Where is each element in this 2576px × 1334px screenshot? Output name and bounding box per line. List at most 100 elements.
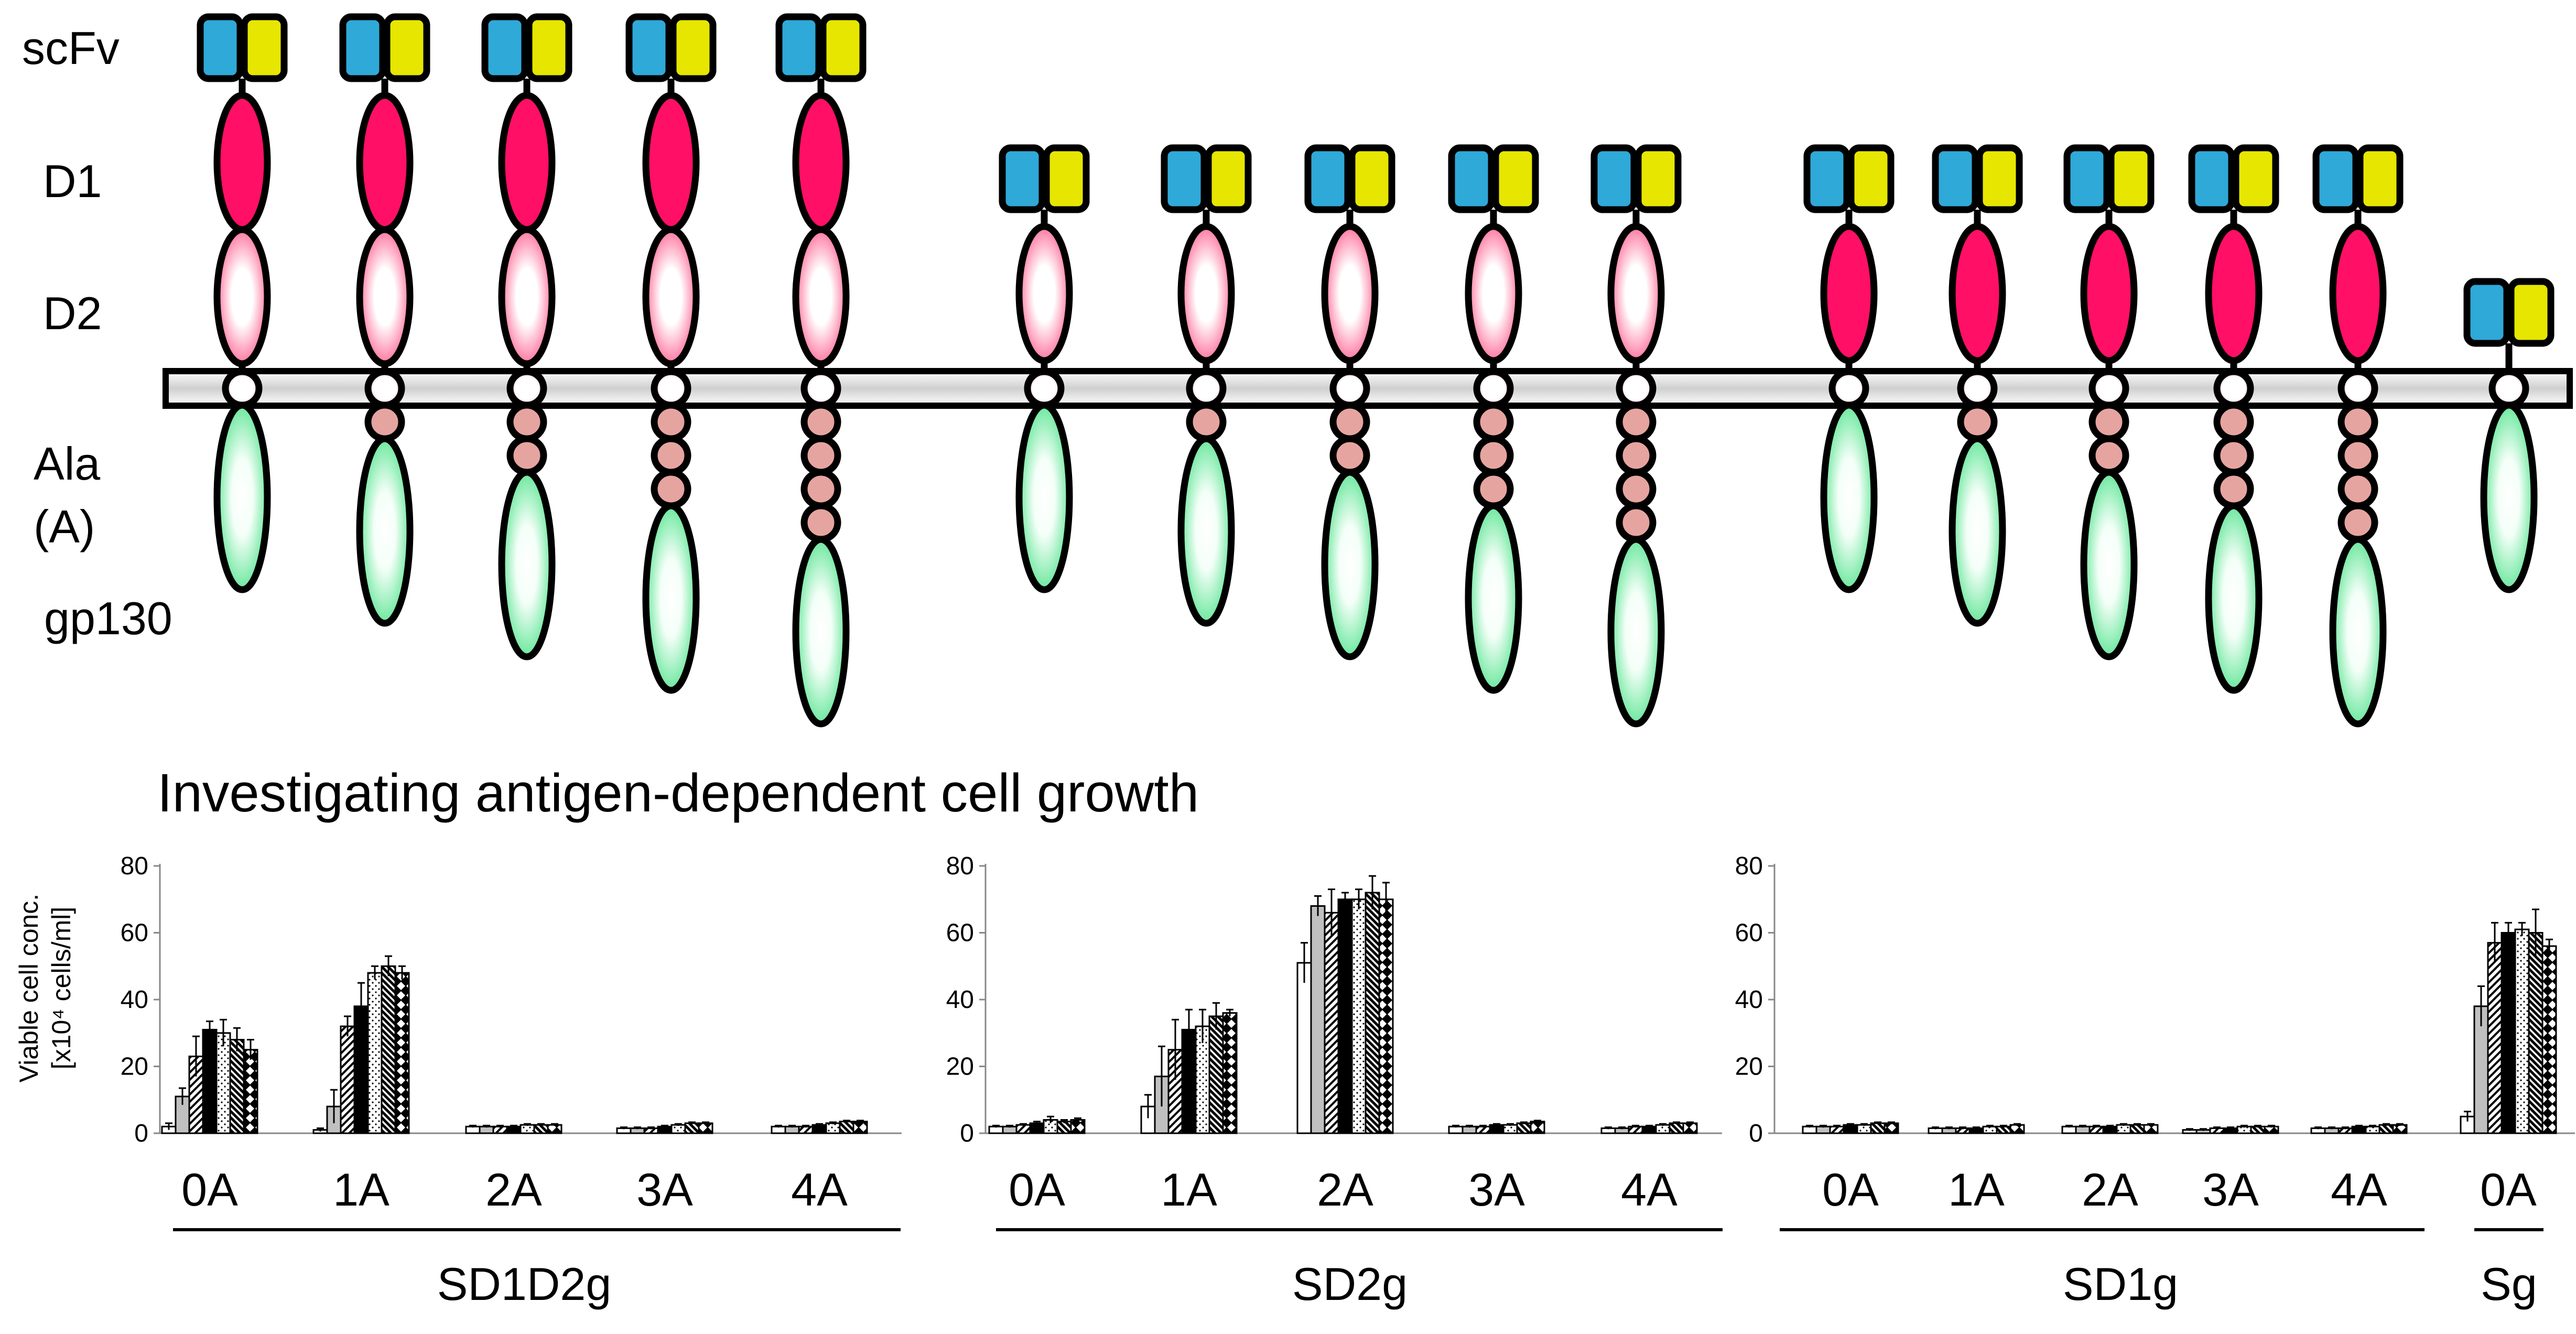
transmembrane-junction (2213, 368, 2254, 409)
y-tick-label: 20 (1735, 1053, 1763, 1081)
bar (1530, 1121, 1545, 1134)
bar (839, 1121, 854, 1134)
scfv-vh-domain (1932, 144, 1979, 213)
d2-domain (792, 226, 850, 367)
ala-residue (2213, 469, 2254, 509)
transmembrane-junction (1828, 368, 1869, 409)
d1-domain (2329, 223, 2387, 364)
bar (215, 1032, 231, 1134)
d1-domain (2205, 223, 2263, 364)
scfv-vl-domain (669, 13, 717, 82)
d2-domain (642, 226, 700, 367)
bar (2501, 932, 2516, 1134)
scfv-vl-domain (2356, 144, 2404, 213)
bar (1324, 912, 1339, 1134)
ala-residue (506, 402, 547, 442)
bar (1056, 1121, 1072, 1134)
transmembrane-junction (2337, 368, 2378, 409)
receptor-construct (2188, 144, 2279, 694)
transmembrane-junction (364, 368, 405, 409)
transmembrane-junction (2088, 368, 2129, 409)
transmembrane-junction (1473, 368, 1514, 409)
y-axis-label-line1: Viable cell conc. (14, 894, 44, 1082)
bar (825, 1122, 841, 1134)
category-label: 3A (636, 1164, 693, 1216)
bar (2143, 1124, 2159, 1134)
receptor-construct (197, 13, 288, 593)
transmembrane-junction (1329, 368, 1370, 409)
bar (340, 1025, 355, 1134)
group-label: SD2g (1292, 1258, 1408, 1310)
receptor-construct (2463, 278, 2555, 593)
ala-residue (364, 402, 405, 442)
ala-residue (1473, 469, 1514, 509)
d1-domain (2080, 223, 2138, 364)
category-label: 2A (2082, 1164, 2138, 1216)
row-label-ala-abbrev: (A) (34, 501, 95, 552)
y-tick-label: 40 (1735, 986, 1763, 1014)
ala-residue (2213, 435, 2254, 476)
y-tick-label: 0 (134, 1120, 148, 1147)
bar (1655, 1124, 1671, 1134)
category-label: 1A (333, 1164, 389, 1216)
scfv-vl-domain (1043, 144, 1090, 213)
bar (202, 1028, 218, 1134)
y-axis-label: Viable cell conc.[x10⁴ cells/ml] (14, 894, 76, 1082)
ala-residue (1473, 402, 1514, 442)
scfv-vh-domain (1590, 144, 1638, 213)
scfv-vh-domain (1448, 144, 1495, 213)
ala-residue (2337, 435, 2378, 476)
gp130-domain (1949, 435, 2006, 627)
y-tick-label: 60 (1735, 919, 1763, 947)
scfv-vl-domain (2107, 144, 2155, 213)
gp130-domain (1177, 435, 1235, 627)
bar (1870, 1122, 1886, 1134)
bar (2009, 1124, 2025, 1134)
bar (852, 1121, 868, 1134)
category-label: 2A (485, 1164, 542, 1216)
bar (533, 1124, 549, 1134)
d2-domain (213, 226, 271, 367)
bar (1365, 892, 1380, 1134)
receptor-construct (339, 13, 430, 627)
ala-residue (800, 435, 841, 476)
ala-residue (1616, 469, 1657, 509)
bar (1516, 1122, 1532, 1134)
gp130-domain (1015, 402, 1073, 593)
bar (367, 972, 383, 1134)
y-tick-label: 80 (121, 852, 148, 880)
category-label: 3A (1468, 1164, 1525, 1216)
group-label: SD1g (2063, 1258, 2178, 1310)
ala-residue (651, 435, 691, 476)
scfv-vh-domain (339, 13, 386, 82)
ala-residue (2088, 435, 2129, 476)
category-label: 2A (1317, 1164, 1373, 1216)
y-tick-label: 0 (960, 1120, 974, 1147)
d1-domain (1949, 223, 2006, 364)
y-axis-label-line2: [x10⁴ cells/ml] (47, 907, 76, 1069)
scfv-vh-domain (2312, 144, 2359, 213)
scfv-vl-domain (1847, 144, 1895, 213)
d2-domain (1607, 223, 1665, 364)
receptor-construct (1448, 144, 1539, 694)
row-label-d1: D1 (43, 155, 102, 207)
scfv-vl-domain (241, 13, 288, 82)
ala-residue (1473, 435, 1514, 476)
gp130-domain (642, 502, 700, 694)
d1-domain (792, 92, 850, 233)
scfv-vl-domain (1976, 144, 2023, 213)
scfv-vl-domain (1348, 144, 1395, 213)
d1-domain (356, 92, 414, 233)
bar (2541, 945, 2557, 1134)
gp130-domain (2205, 502, 2263, 694)
ala-residue (1616, 435, 1657, 476)
gp130-domain (498, 469, 556, 660)
bar (1296, 962, 1312, 1134)
d1-domain (642, 92, 700, 233)
bar (2487, 942, 2503, 1134)
gp130-domain (1820, 402, 1878, 593)
category-label: 4A (2331, 1164, 2387, 1216)
bar (1351, 898, 1367, 1134)
